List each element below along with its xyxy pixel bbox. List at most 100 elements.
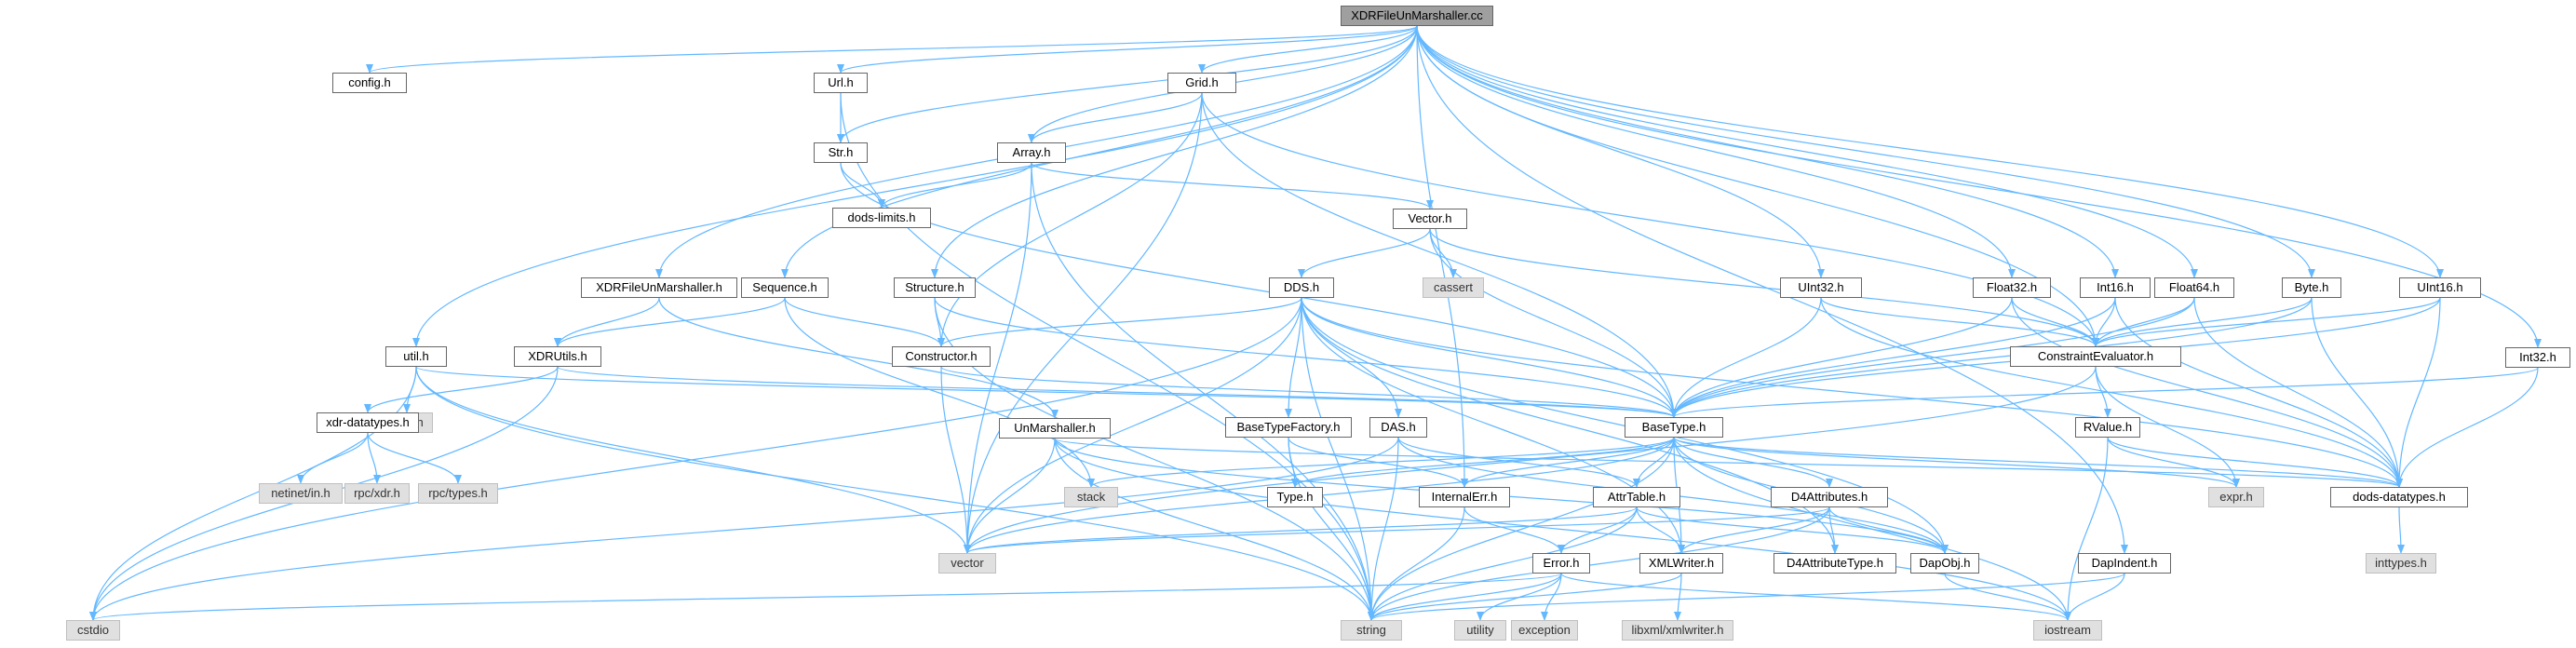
node-xmlwriter-h[interactable]: XMLWriter.h: [1639, 553, 1723, 574]
node-constructor-h[interactable]: Constructor.h: [892, 346, 991, 367]
edge-vector_h-to-basetype: [1429, 228, 1678, 418]
node-string[interactable]: string: [1341, 620, 1402, 641]
node-util-h[interactable]: util.h: [385, 346, 447, 367]
node-rpc-types-h[interactable]: rpc/types.h: [418, 483, 498, 504]
node-uint32-h[interactable]: UInt32.h: [1780, 277, 1862, 298]
edge-dds-to-cstdio: [89, 297, 1302, 621]
node-vector-h[interactable]: Vector.h: [1393, 209, 1467, 229]
edge-byte-to-ceval: [2092, 297, 2313, 347]
node-basetypefactory-h[interactable]: BaseTypeFactory.h: [1225, 417, 1352, 438]
edge-xdrdt-to-rpctypes: [367, 432, 462, 484]
edge-xdrfileum-to-xdrutils: [554, 297, 660, 347]
edge-root-to-float64: [1416, 25, 2198, 278]
edge-basetype-to-stack: [1087, 437, 1675, 488]
edge-ceval-to-vector: [964, 366, 2097, 554]
edge-basetype-to-type: [1291, 437, 1675, 488]
node-byte-h[interactable]: Byte.h: [2282, 277, 2341, 298]
edge-root-to-ceval: [1416, 25, 2099, 347]
node-dapobj-h[interactable]: DapObj.h: [1910, 553, 1979, 574]
node-libxml-xmlwriter-h[interactable]: libxml/xmlwriter.h: [1622, 620, 1733, 641]
edge-float32-to-basetype: [1670, 297, 2013, 418]
node-das-h[interactable]: DAS.h: [1369, 417, 1427, 438]
edge-basetype-to-dodsdt: [1673, 437, 2403, 488]
edge-root-to-config: [366, 25, 1418, 74]
edge-rvalue-to-exprh: [2107, 437, 2240, 488]
edge-basetype-to-iostream: [1673, 437, 2071, 621]
edge-constructor-to-vector: [940, 366, 971, 554]
node-vector[interactable]: vector: [938, 553, 996, 574]
edge-xdrdt-to-netinet: [297, 432, 369, 484]
edge-int32-to-basetype: [1670, 367, 2539, 418]
node-grid-h[interactable]: Grid.h: [1167, 73, 1236, 93]
edge-grid-to-constructor: [937, 92, 1203, 347]
node-expr-h[interactable]: expr.h: [2208, 487, 2264, 507]
node-iostream[interactable]: iostream: [2033, 620, 2102, 641]
node-d4attributes-h[interactable]: D4Attributes.h: [1771, 487, 1888, 507]
node-xdrfileunmarshaller-h[interactable]: XDRFileUnMarshaller.h: [581, 277, 737, 298]
node-xdr-datatypes-h[interactable]: xdr-datatypes.h: [317, 412, 419, 433]
node-config-h[interactable]: config.h: [332, 73, 407, 93]
node-xdrutils-h[interactable]: XDRUtils.h: [514, 346, 601, 367]
edge-grid-to-ceval: [1201, 92, 2099, 347]
edge-error-to-string: [1368, 573, 1562, 621]
node-utility[interactable]: utility: [1454, 620, 1506, 641]
edge-das-to-string: [1368, 437, 1399, 621]
edge-d4attrs-to-vector: [964, 506, 1830, 554]
node-cassert[interactable]: cassert: [1423, 277, 1484, 298]
edge-unmarshaller-to-dodsdt: [1054, 438, 2403, 488]
edge-dds-to-d4attrtype: [1301, 297, 1839, 554]
edge-dds-to-btfactory: [1285, 297, 1302, 418]
node-int16-h[interactable]: Int16.h: [2080, 277, 2151, 298]
node-xdrfileunmarshaller-cc[interactable]: XDRFileUnMarshaller.cc: [1341, 6, 1493, 26]
edge-uint32-to-basetype: [1670, 297, 1822, 418]
node-dapindent-h[interactable]: DapIndent.h: [2078, 553, 2171, 574]
edge-vector_h-to-dds: [1298, 228, 1431, 278]
node-array-h[interactable]: Array.h: [997, 142, 1066, 163]
edge-attrtable-to-vector: [964, 506, 1638, 554]
edge-xdrutils-to-xdrdt: [364, 366, 559, 413]
node-unmarshaller-h[interactable]: UnMarshaller.h: [999, 418, 1111, 439]
edge-array-to-string: [1031, 162, 1375, 621]
edge-rvalue-to-iostream: [2064, 437, 2109, 621]
node-exception[interactable]: exception: [1511, 620, 1578, 641]
node-attrtable-h[interactable]: AttrTable.h: [1593, 487, 1680, 507]
edge-d4attrs-to-d4attrtype: [1828, 506, 1839, 554]
edge-uint16-to-dodsdt: [2395, 297, 2441, 488]
edge-dodsdt-to-inttypes: [2396, 506, 2405, 554]
edge-root-to-uint16: [1416, 25, 2444, 278]
edge-dapindent-to-string: [1368, 573, 2125, 621]
node-dods-datatypes-h[interactable]: dods-datatypes.h: [2330, 487, 2468, 507]
node-url-h[interactable]: Url.h: [814, 73, 868, 93]
edge-util-to-string: [415, 366, 1375, 621]
node-constraintevaluator-h[interactable]: ConstraintEvaluator.h: [2010, 346, 2181, 367]
node-internalerr-h[interactable]: InternalErr.h: [1419, 487, 1510, 507]
node-inttypes-h[interactable]: inttypes.h: [2366, 553, 2436, 574]
node-dds-h[interactable]: DDS.h: [1269, 277, 1334, 298]
node-float64-h[interactable]: Float64.h: [2154, 277, 2234, 298]
node-netinet-in-h[interactable]: netinet/in.h: [259, 483, 343, 504]
node-uint16-h[interactable]: UInt16.h: [2399, 277, 2481, 298]
node-stack[interactable]: stack: [1064, 487, 1118, 507]
node-basetype-h[interactable]: BaseType.h: [1625, 417, 1723, 438]
edge-sequence-to-stack: [784, 297, 1095, 488]
node-rpc-xdr-h[interactable]: rpc/xdr.h: [344, 483, 410, 504]
node-cstdio[interactable]: cstdio: [66, 620, 120, 641]
node-structure-h[interactable]: Structure.h: [894, 277, 976, 298]
node-type-h[interactable]: Type.h: [1267, 487, 1323, 507]
node-error-h[interactable]: Error.h: [1532, 553, 1590, 574]
edge-float64-to-basetype: [1670, 297, 2195, 418]
node-d4attributetype-h[interactable]: D4AttributeType.h: [1774, 553, 1896, 574]
node-sequence-h[interactable]: Sequence.h: [741, 277, 829, 298]
edge-xdrutils-to-basetype: [557, 366, 1678, 418]
edge-basetype-to-string: [1368, 437, 1675, 621]
edge-basetype-to-internalerr: [1461, 437, 1675, 488]
node-int32-h[interactable]: Int32.h: [2505, 347, 2570, 368]
node-rvalue-h[interactable]: RValue.h: [2075, 417, 2140, 438]
node-dods-limits-h[interactable]: dods-limits.h: [832, 208, 931, 228]
node-str-h[interactable]: Str.h: [814, 142, 868, 163]
node-float32-h[interactable]: Float32.h: [1973, 277, 2051, 298]
edge-root-to-util: [412, 25, 1418, 347]
edge-unmarshaller-to-string: [1054, 438, 1375, 621]
